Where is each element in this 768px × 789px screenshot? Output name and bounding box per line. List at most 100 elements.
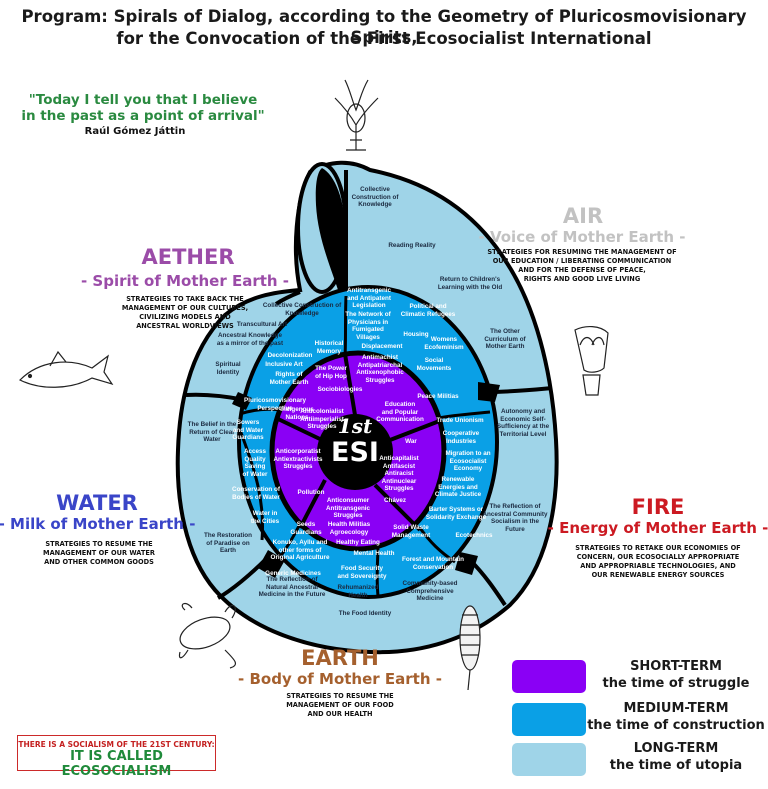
long-term-label: Spiritual Identity	[215, 361, 241, 376]
legend-desc-medium: the time of construction	[587, 718, 765, 733]
long-term-label: The Reflection of Natural Ancestral Medi…	[258, 576, 326, 599]
legend-desc-long: the time of utopia	[609, 758, 743, 773]
medium-term-label: Access Quality Saving of Water	[242, 448, 268, 478]
medium-term-label: The Power of Hip Hop	[315, 365, 347, 380]
core-dividers	[275, 353, 443, 532]
short-term-label: Anticolonialist Antiimperialist Struggle…	[300, 408, 344, 431]
bird-drawing-icon	[334, 79, 379, 151]
legend-term-short: SHORT-TERM	[630, 659, 722, 674]
black-blade	[315, 168, 348, 296]
earth-heading: EARTH	[301, 646, 379, 670]
medium-term-label: Social Movements	[416, 357, 452, 372]
medium-term-label: Displacement	[361, 343, 403, 350]
air-heading: AIR	[562, 204, 604, 228]
short-term-label: Anticapitalist Antifascist Antiracist An…	[379, 455, 419, 493]
medium-term-label: Solid Waste Management	[391, 524, 431, 539]
medium-term-label: Ecotechnics	[455, 532, 493, 539]
esi-center	[317, 414, 393, 490]
medium-term-label: Water in the Cities	[250, 510, 280, 525]
fire-subtitle: - Energy of Mother Earth -	[547, 519, 768, 537]
vessel-drawing-icon	[574, 326, 609, 396]
aether-heading: AETHER	[141, 245, 235, 269]
medium-term-label: Inclusive Art	[265, 361, 303, 368]
water-strategies: STRATEGIES TO RESUME THE MANAGEMENT OF O…	[43, 540, 155, 566]
medium-term-label: War	[405, 438, 417, 445]
legend-swatch-medium-term	[512, 703, 586, 736]
quote-text: "Today I tell you that I believe in the …	[21, 92, 265, 124]
earth-strategies: STRATEGIES TO RESUME THE MANAGEMENT OF O…	[286, 692, 394, 718]
center-ordinal: 1st	[337, 414, 373, 438]
long-term-label: Community-based Comprehensive Medicine	[402, 580, 458, 603]
long-term-label: The Other Curriculum of Mother Earth	[484, 328, 526, 351]
medium-term-label: Barter Systems or Solidarity Exchange	[425, 506, 487, 521]
medium-term-label: Generic Medicines	[265, 570, 321, 577]
medium-term-label: Housing	[403, 331, 429, 338]
medium-term-label: Peace Militias	[417, 393, 459, 400]
banner-line-1: THERE IS A SOCIALISM OF THE 21ST CENTURY…	[18, 740, 215, 749]
frog-drawing-icon	[178, 602, 237, 669]
medium-term-label: Rights of Mother Earth	[269, 371, 309, 386]
medium-term-label: Health Militias Agroecology	[327, 521, 371, 536]
medium-term-label: Mental Health	[353, 550, 395, 557]
fire-strategies: STRATEGIES TO RETAKE OUR ECONOMIES OF CO…	[575, 544, 741, 579]
fire-heading: FIRE	[631, 495, 685, 519]
medium-term-label: Food Security and Sovereignty	[337, 565, 387, 580]
short-term-label: Antimachist Antipatriarchal Antixenophob…	[356, 354, 404, 384]
long-term-label: Transcultural Art	[236, 321, 288, 328]
short-term-label: Anticonsumer Antitransgenic Struggles	[325, 497, 371, 520]
long-term-label: The Reflection of Ancestral Community So…	[482, 503, 548, 533]
legend-swatch-long-term	[512, 743, 586, 776]
medium-term-label: Antitransgenic and Antipatent Legislatio…	[346, 287, 392, 310]
medium-term-label: Pluricosmovisionary Perspective	[244, 397, 306, 412]
long-term-label: Ancestral Knowledge as a mirror of the p…	[216, 332, 284, 347]
medium-term-label: Trade Unionism	[436, 417, 484, 424]
long-term-label: The Belief in the Return of Clear Water	[187, 421, 237, 444]
page-title-line-1: Program: Spirals of Dialog, according to…	[21, 7, 747, 47]
air-subtitle: - Voice of Mother Earth -	[478, 228, 686, 246]
long-term-label: Return to Children's Learning with the O…	[437, 276, 503, 291]
long-term-label: Collective Construction of Knowledge	[351, 186, 399, 209]
medium-term-label: Political and Climatic Refugees	[400, 303, 456, 318]
legend-term-long: LONG-TERM	[633, 741, 719, 756]
medium-term-label: Seeds Guardians	[290, 521, 322, 536]
long-term-label: Rehumanized Health	[337, 584, 379, 599]
water-subtitle: - Milk of Mother Earth -	[0, 515, 196, 533]
medium-term-label: Sowers and Water Guardians	[232, 419, 264, 442]
medium-term-label: Womens Ecofeminism	[424, 336, 464, 351]
long-term-label: The Food Identity	[338, 610, 392, 617]
water-heading: WATER	[56, 491, 138, 515]
legend-swatch-short-term	[512, 660, 586, 693]
earth-subtitle: - Body of Mother Earth -	[238, 670, 442, 688]
medium-term-label: Forest and Mountain Conservation	[402, 556, 464, 571]
page-title-line-2: for the Convocation of the First Ecosoci…	[116, 29, 652, 48]
legend-term-medium: MEDIUM-TERM	[623, 701, 729, 716]
medium-term-label: Konuko, Ayllu and other forms of Origina…	[270, 539, 330, 562]
quote-author: Raúl Gómez Játtin	[84, 126, 186, 137]
aether-subtitle: - Spirit of Mother Earth -	[80, 272, 290, 290]
medium-term-label: Migration to an Ecosocialist Economy	[445, 450, 491, 473]
medium-term-label: The Network of Physicians in Fumigated V…	[345, 311, 391, 341]
long-term-label: Reading Reality	[388, 242, 436, 249]
medium-term-label: Conservation of Bodies of Water	[232, 486, 280, 501]
corn-drawing-icon	[459, 605, 481, 691]
air-strategies: STRATEGIES FOR RESUMING THE MANAGEMENT O…	[487, 248, 677, 283]
medium-term-label: Sociobiologies	[317, 386, 363, 393]
aether-strategies: STRATEGIES TO TAKE BACK THE MANAGEMENT O…	[121, 295, 249, 330]
medium-term-label: Pollution	[297, 489, 325, 496]
banner-line-2: IT IS CALLED ECOSOCIALISM	[61, 749, 172, 779]
short-term-label: Education and Popular Communication	[376, 401, 424, 424]
medium-term-label: Indigenous Nations	[280, 406, 314, 421]
ecosocialism-banner: THERE IS A SOCIALISM OF THE 21ST CENTURY…	[17, 735, 216, 779]
medium-term-label: Renewable Energies and Climate Justice	[434, 476, 482, 499]
short-term-label: Anticorporatist Antiextractivists Strugg…	[273, 448, 323, 471]
medium-term-label: Healthy Eating	[336, 539, 380, 546]
medium-term-label: Chávez	[383, 497, 407, 504]
medium-term-label: Historical Memory	[314, 340, 344, 355]
legend-desc-short: the time of struggle	[602, 676, 750, 691]
medium-term-label: Cooperative Industries	[442, 430, 480, 445]
long-term-label: Autonomy and Economic Self- Sufficiency …	[496, 408, 550, 438]
medium-term-label: Decolonization	[267, 352, 313, 359]
fish-drawing-icon	[18, 350, 114, 388]
